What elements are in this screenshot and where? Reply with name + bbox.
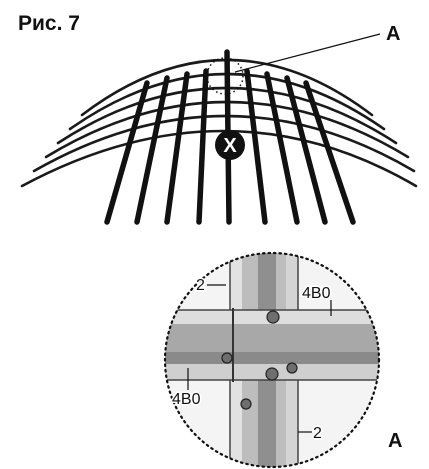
rafter-2 — [134, 75, 170, 225]
bolt-2 — [221, 352, 233, 364]
highlight-circle-a — [206, 57, 244, 95]
part-label-beam-right: 4B0 — [302, 285, 331, 302]
rafter-4 — [196, 68, 209, 225]
detail-circle-border — [163, 251, 381, 469]
part-label-upright-top: 2 — [196, 277, 205, 294]
detail-view-label: A — [388, 430, 402, 452]
rafter-9 — [303, 80, 356, 225]
rafter-7 — [264, 71, 300, 225]
rafter-6 — [244, 68, 268, 225]
rafter-3 — [164, 71, 190, 225]
callout-label: A — [386, 23, 400, 45]
arch-6 — [20, 129, 418, 188]
callout-leader-line — [234, 33, 381, 73]
bolts — [221, 310, 298, 410]
bolt-1 — [266, 310, 280, 324]
bolt-3 — [286, 362, 298, 374]
bolt-4 — [265, 367, 279, 381]
part-label-upright-bottom: 2 — [313, 425, 322, 442]
figure-title: Рис. 7 — [18, 12, 80, 35]
center-marker-label: X — [223, 135, 237, 157]
rafter-8 — [284, 75, 328, 225]
rafter-1 — [104, 80, 150, 225]
detail-view-a: 2 4B0 4B0 2 — [163, 251, 381, 469]
greenhouse-frame — [20, 49, 418, 225]
bolt-5 — [240, 398, 252, 410]
part-label-beam-left: 4B0 — [172, 391, 201, 408]
center-marker: X — [215, 130, 245, 160]
